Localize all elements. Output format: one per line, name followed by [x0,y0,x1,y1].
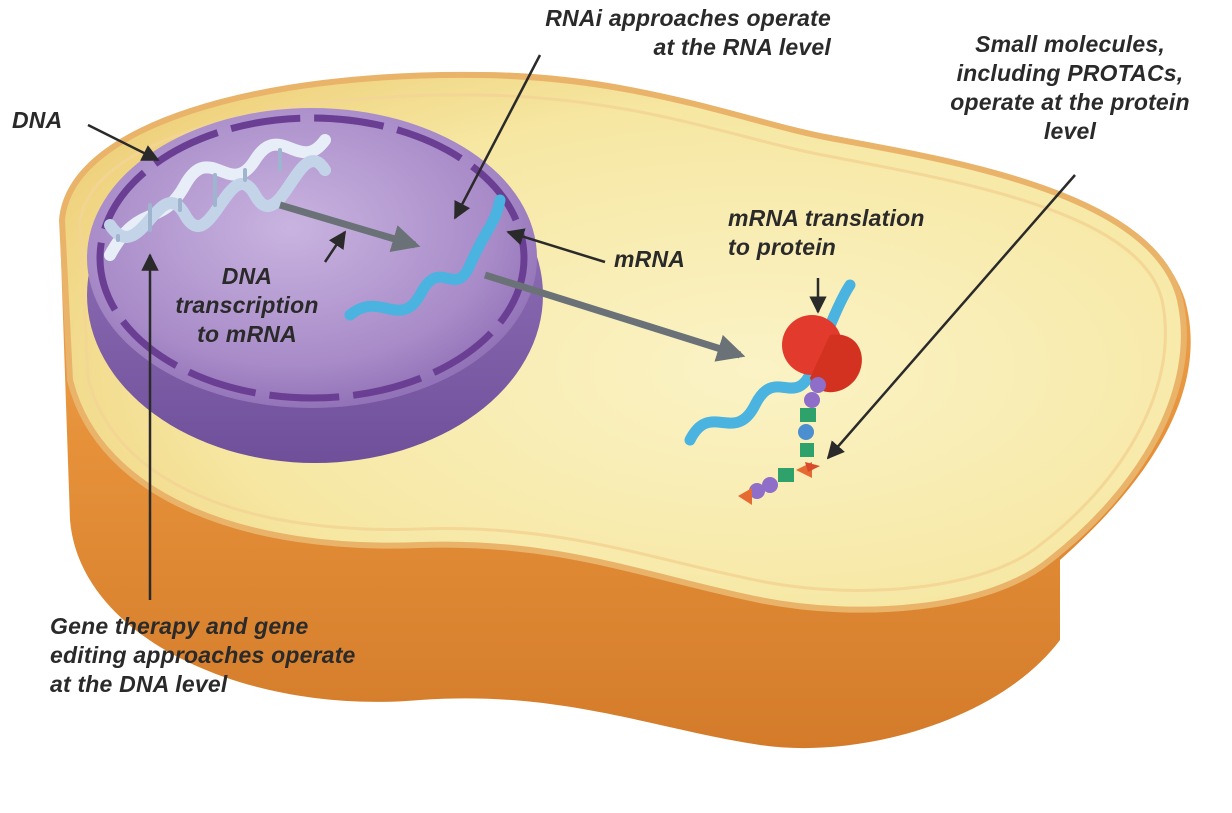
rnai-label: RNAi approaches operate at the RNA level [545,5,831,60]
rnai-pointer [453,54,542,220]
cell-membrane [78,93,1167,592]
export-arrow [483,271,746,362]
mrna-pointer [506,228,606,264]
nuclear-envelope [96,114,528,402]
transcription-label: DNA transcription to mRNA [175,263,319,347]
translation-label: mRNA translation to protein [728,205,925,260]
transcription-pointer [323,230,347,263]
dna-helix [104,134,331,261]
dna-pointer [87,123,160,162]
nuclear-mrna [344,194,506,321]
protac-pointer [826,174,1076,460]
ribosome [782,315,862,393]
dna-label: DNA [12,107,63,133]
small-molecules-label: Small molecules, including PROTACs, oper… [950,31,1190,144]
polypeptide-chain [738,377,826,505]
callout-lines [87,54,1076,600]
mrna-label: mRNA [614,246,686,272]
transcription-arrow [279,201,421,253]
gene-therapy-label: Gene therapy and gene editing approaches… [50,613,356,697]
nucleus [87,108,537,408]
